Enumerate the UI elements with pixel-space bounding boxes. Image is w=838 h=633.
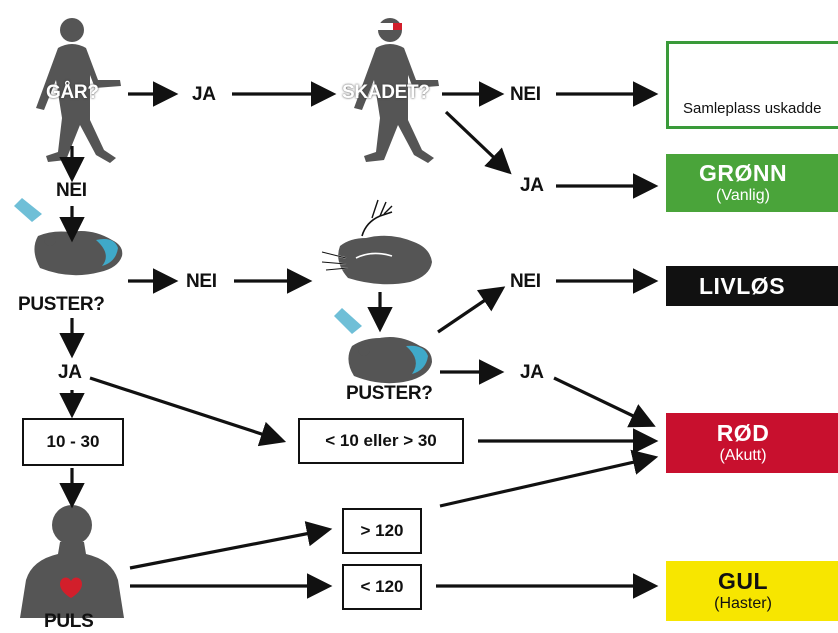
category-red-sub: (Akutt) [719,447,767,464]
label-nei-4: NEI [510,271,541,292]
pulse-low-box: < 120 [342,564,422,610]
arrow-skadet-ja [444,110,512,175]
head-tilt-airway-icon [321,199,432,285]
arrows [59,81,659,599]
label-puster-2: PUSTER? [346,383,433,404]
label-ja-3: JA [58,362,82,383]
label-puls: PULS [44,611,94,632]
category-yellow-sub: (Haster) [714,595,772,612]
category-green-sub: (Vanlig) [716,187,770,204]
arrow-ja-abnormal [89,376,287,447]
category-dead-title: LIVLØS [698,273,786,299]
label-nei-1: NEI [510,84,541,105]
category-yellow: GUL (Haster) [666,561,838,621]
pulse-high-box: > 120 [342,508,422,554]
category-uninjured-label: Samleplass uskadde [683,100,822,117]
arrow-high-red [439,449,659,508]
arrow-puster2-nei [437,286,506,334]
category-uninjured: Samleplass uskadde [666,41,838,129]
category-yellow-title: GUL [717,568,769,594]
label-gaar: GÅR? [46,82,99,103]
label-ja-4: JA [520,362,544,383]
label-skadet: SKADET? [342,82,430,103]
range-normal-box: 10 - 30 [22,418,124,466]
label-ja-2: JA [520,175,544,196]
airway-head-icon [14,198,123,276]
category-dead: LIVLØS [666,266,838,306]
label-nei-2: NEI [56,180,87,201]
walking-person-icon [36,18,121,163]
label-puster-1: PUSTER? [18,294,105,315]
injured-walking-person-icon [354,18,439,163]
arrow-puls-high [129,521,333,570]
category-red: RØD (Akutt) [666,413,838,473]
airway-head-icon-2 [334,308,432,384]
category-green: GRØNN (Vanlig) [666,154,838,212]
label-nei-3: NEI [186,271,217,292]
category-red-title: RØD [716,420,770,446]
label-ja-1: JA [192,84,216,105]
range-abnormal-box: < 10 eller > 30 [298,418,464,464]
torso-heart-icon [20,505,124,618]
arrow-ja-red [553,376,656,428]
category-green-title: GRØNN [698,160,788,186]
